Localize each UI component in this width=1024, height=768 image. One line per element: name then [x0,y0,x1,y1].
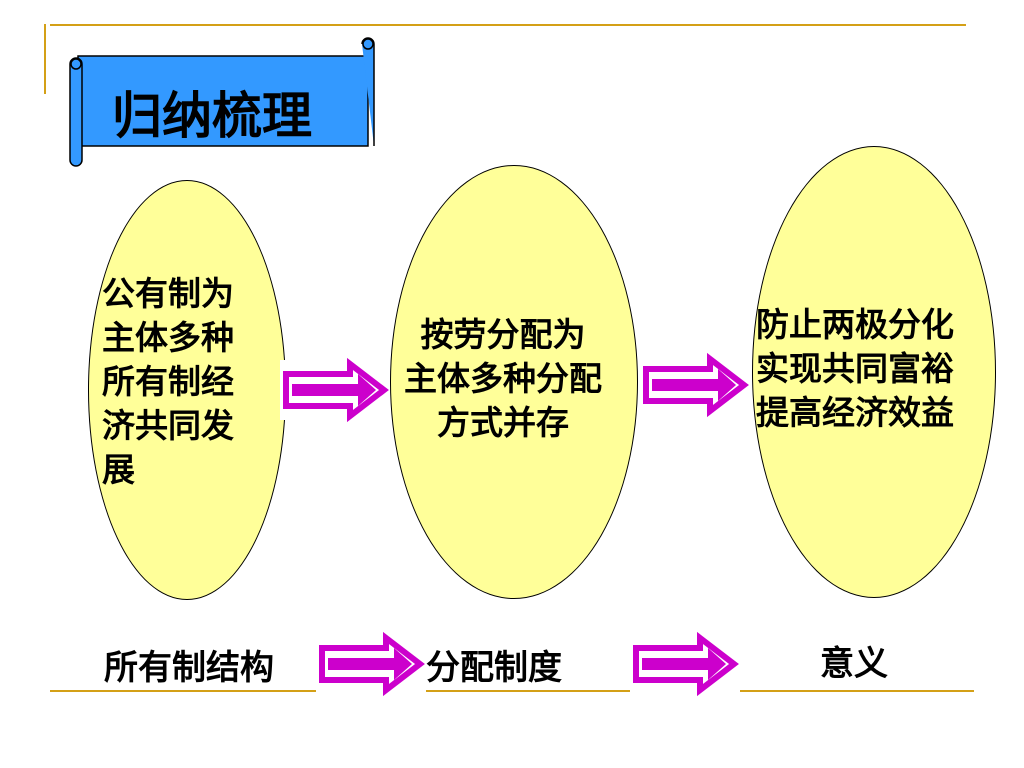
node-ownership [88,180,286,600]
top-rule [50,24,966,26]
label-significance: 意义 [820,644,888,684]
bottom-rule [50,690,974,692]
arrow-right-icon [640,352,750,418]
page-title: 归纳梳理 [112,87,312,145]
node-distribution-text: 按劳分配为 主体多种分配 方式并存 [404,315,602,442]
arrow-right-icon [316,631,426,697]
scroll-banner [69,37,375,167]
node-ownership-text: 公有制为 主体多种 所有制经 济共同发 展 [102,274,234,489]
label-distribution: 分配制度 [426,648,562,688]
label-ownership: 所有制结构 [104,648,274,688]
arrow-right-icon [280,357,390,423]
node-significance [752,146,996,598]
arrow-right-icon [630,631,740,697]
node-significance-text: 防止两极分化 实现共同富裕 提高经济效益 [756,305,954,432]
left-rule [44,24,46,94]
node-distribution [390,165,638,599]
